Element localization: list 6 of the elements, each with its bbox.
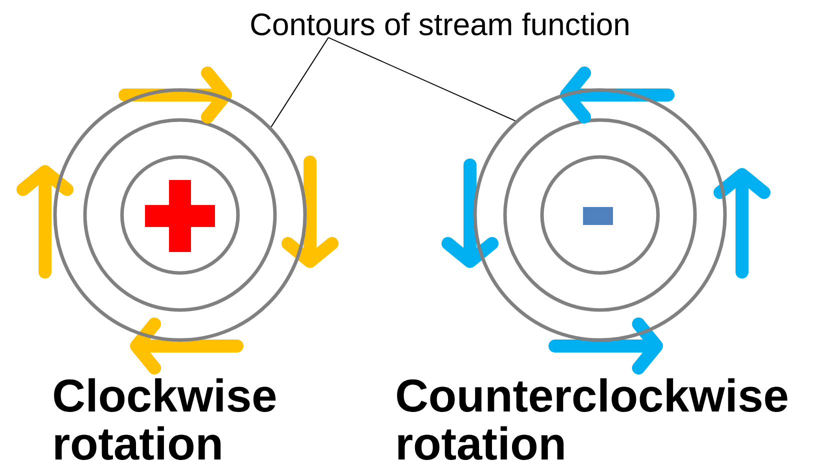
caption-text: Contours of stream function	[251, 12, 628, 36]
contour-circle	[473, 88, 727, 342]
contour-circle	[53, 88, 307, 342]
leader-line	[270, 37, 329, 128]
leader-line	[328, 37, 516, 122]
rotation-label: Counterclockwise rotation	[397, 378, 788, 460]
